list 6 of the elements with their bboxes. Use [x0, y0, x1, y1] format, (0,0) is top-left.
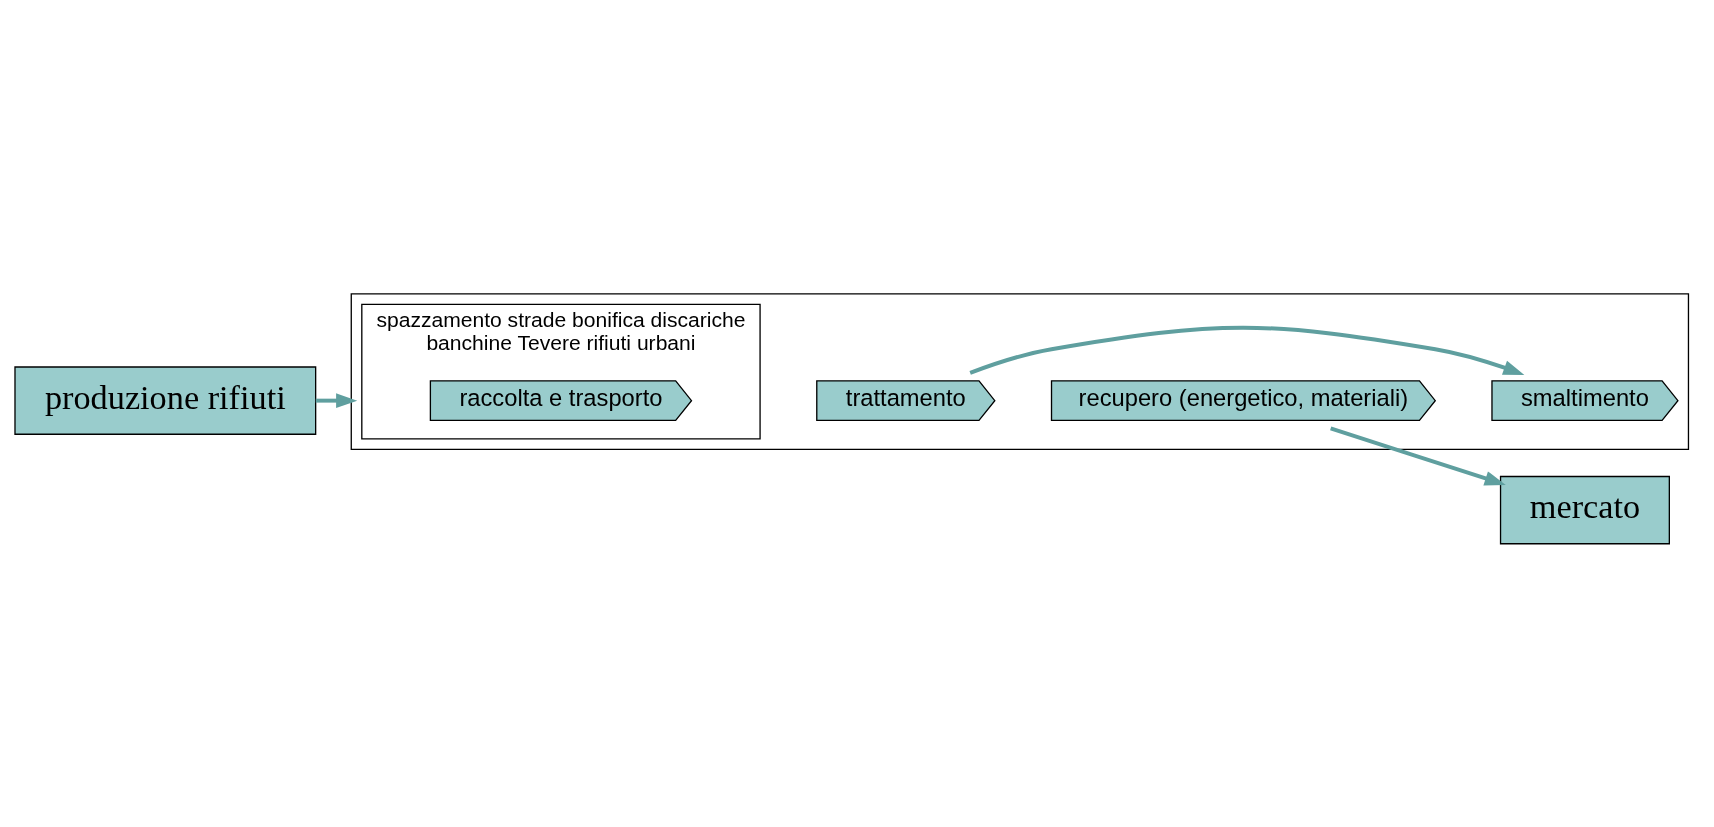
node-box: mercato — [1499, 475, 1670, 545]
cluster — [350, 293, 1690, 451]
arrow — [1330, 426, 1506, 486]
node-box: produzione rifiuti — [14, 366, 317, 435]
arrow — [315, 393, 358, 409]
arrow — [969, 325, 1525, 375]
